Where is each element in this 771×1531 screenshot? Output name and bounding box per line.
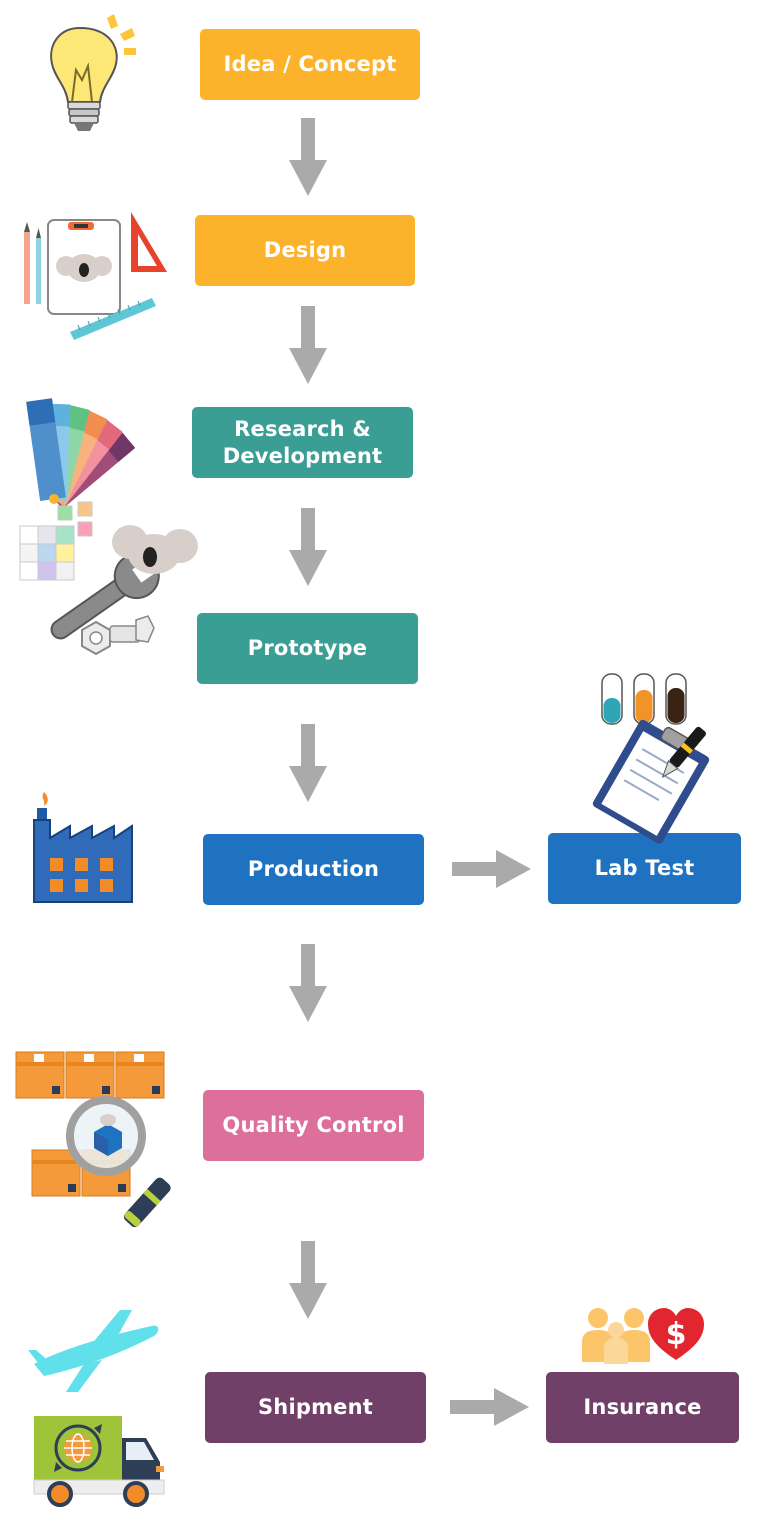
step-label: Shipment <box>257 1395 374 1419</box>
arrow-down <box>289 508 327 586</box>
step-label: Production <box>247 857 380 881</box>
step-label: Prototype <box>247 636 368 660</box>
step-production: Production <box>203 834 424 905</box>
step-label: Quality Control <box>222 1113 405 1137</box>
arrow-down <box>289 1241 327 1319</box>
step-idea-concept: Idea / Concept <box>200 29 420 100</box>
plane-truck-icon <box>28 1310 165 1507</box>
arrow-right <box>450 1388 529 1426</box>
arrow-down <box>289 118 327 196</box>
step-lab-test: Lab Test <box>548 833 741 904</box>
step-label: Lab Test <box>594 856 695 880</box>
step-label: Design <box>263 238 347 262</box>
step-label: Idea / Concept <box>223 52 397 76</box>
test-tubes-clipboard-icon <box>592 673 710 844</box>
arrow-down <box>289 724 327 802</box>
arrow-right <box>452 850 531 888</box>
factory-icon <box>33 792 133 903</box>
step-label: Insurance <box>583 1395 702 1419</box>
step-shipment: Shipment <box>205 1372 426 1443</box>
step-quality-control: Quality Control <box>203 1090 424 1161</box>
step-label: Research & Development <box>222 416 383 468</box>
arrow-down <box>289 944 327 1022</box>
dollar-symbol: $ <box>666 1317 687 1352</box>
color-swatch-tools-icon <box>19 398 198 656</box>
lightbulb-icon <box>50 14 136 131</box>
step-insurance: Insurance <box>546 1372 739 1443</box>
step-research-development: Research & Development <box>192 407 413 478</box>
arrow-down <box>289 306 327 384</box>
family-heart-dollar-icon: $ <box>582 1308 704 1364</box>
drawing-tools-icon <box>24 212 167 340</box>
step-prototype: Prototype <box>197 613 418 684</box>
boxes-magnifier-icon <box>15 1051 171 1228</box>
step-design: Design <box>195 215 415 286</box>
